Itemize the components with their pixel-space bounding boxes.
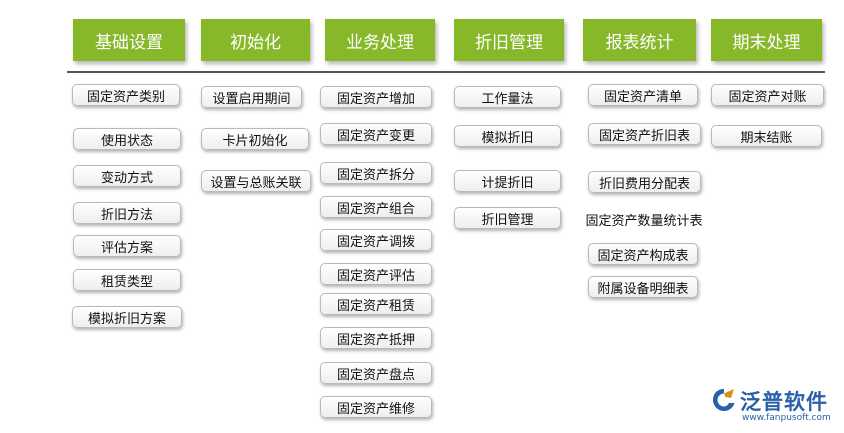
item-pinggu-fangan[interactable]: 评估方案 [73,235,181,257]
item-gudingzichan-pandian[interactable]: 固定资产盘点 [320,362,432,384]
item-gudingzichan-weixiu[interactable]: 固定资产维修 [320,396,432,418]
item-gudingzichan-biangeng[interactable]: 固定资产变更 [320,123,432,145]
item-moni-zhejiu-fangan[interactable]: 模拟折旧方案 [72,306,182,328]
item-shezhi-yu-zongzhang-guanlian[interactable]: 设置与总账关联 [201,170,311,192]
item-zhejiu-guanli[interactable]: 折旧管理 [454,207,561,229]
header-yewu-chuli[interactable]: 业务处理 [325,19,435,61]
item-shezhi-qiyong-qijian[interactable]: 设置启用期间 [201,86,302,108]
item-gudingzichan-diya[interactable]: 固定资产抵押 [320,327,432,349]
item-gudingzichan-shuliang-tongji-biao[interactable]: 固定资产数量统计表 [585,213,703,229]
item-qimo-jiezhang[interactable]: 期末结账 [711,125,822,147]
item-moni-zhejiu[interactable]: 模拟折旧 [454,125,561,147]
fanpu-logo-icon [713,389,735,411]
header-chushihua[interactable]: 初始化 [201,19,310,61]
header-zhejiu-guanli[interactable]: 折旧管理 [454,19,564,61]
header-qimo-chuli[interactable]: 期末处理 [711,19,822,61]
item-gudingzichan-goucheng-biao[interactable]: 固定资产构成表 [588,243,698,265]
item-zulin-leixing[interactable]: 租赁类型 [73,269,181,291]
header-baobiao-tongji[interactable]: 报表统计 [583,19,696,61]
item-gudingzichan-pinggu[interactable]: 固定资产评估 [320,263,432,285]
logo-url: www.fanpusoft.com [742,413,831,423]
logo-name: 泛普软件 [740,390,828,414]
item-fushu-shebei-mingxi-biao[interactable]: 附属设备明细表 [588,276,698,298]
item-jiti-zhejiu[interactable]: 计提折旧 [454,170,561,192]
divider-line [67,71,825,73]
item-gudingzichan-zengjia[interactable]: 固定资产增加 [320,86,432,108]
item-gudingzichan-leibie[interactable]: 固定资产类别 [72,84,180,106]
item-gudingzichan-zhejiu-biao[interactable]: 固定资产折旧表 [588,123,701,145]
item-zhejiu-feiyong-fenpei-biao[interactable]: 折旧费用分配表 [588,171,701,193]
item-biandong-fangshi[interactable]: 变动方式 [73,165,181,187]
item-gudingzichan-zuhe[interactable]: 固定资产组合 [320,196,432,218]
item-zhejiu-fangfa[interactable]: 折旧方法 [73,202,181,224]
item-gudingzichan-diaobo[interactable]: 固定资产调拨 [320,229,432,251]
item-gudingzichan-qingdan[interactable]: 固定资产清单 [588,84,698,106]
item-gudingzichan-duizhang[interactable]: 固定资产对账 [711,84,824,106]
header-jichu-shezhi[interactable]: 基础设置 [73,19,185,61]
item-gongzuoliang-fa[interactable]: 工作量法 [454,86,561,108]
item-kapian-chushihua[interactable]: 卡片初始化 [201,128,309,150]
item-shiyong-zhuangtai[interactable]: 使用状态 [73,128,181,150]
item-gudingzichan-chaifen[interactable]: 固定资产拆分 [320,162,432,184]
item-gudingzichan-zulin[interactable]: 固定资产租赁 [320,293,432,315]
